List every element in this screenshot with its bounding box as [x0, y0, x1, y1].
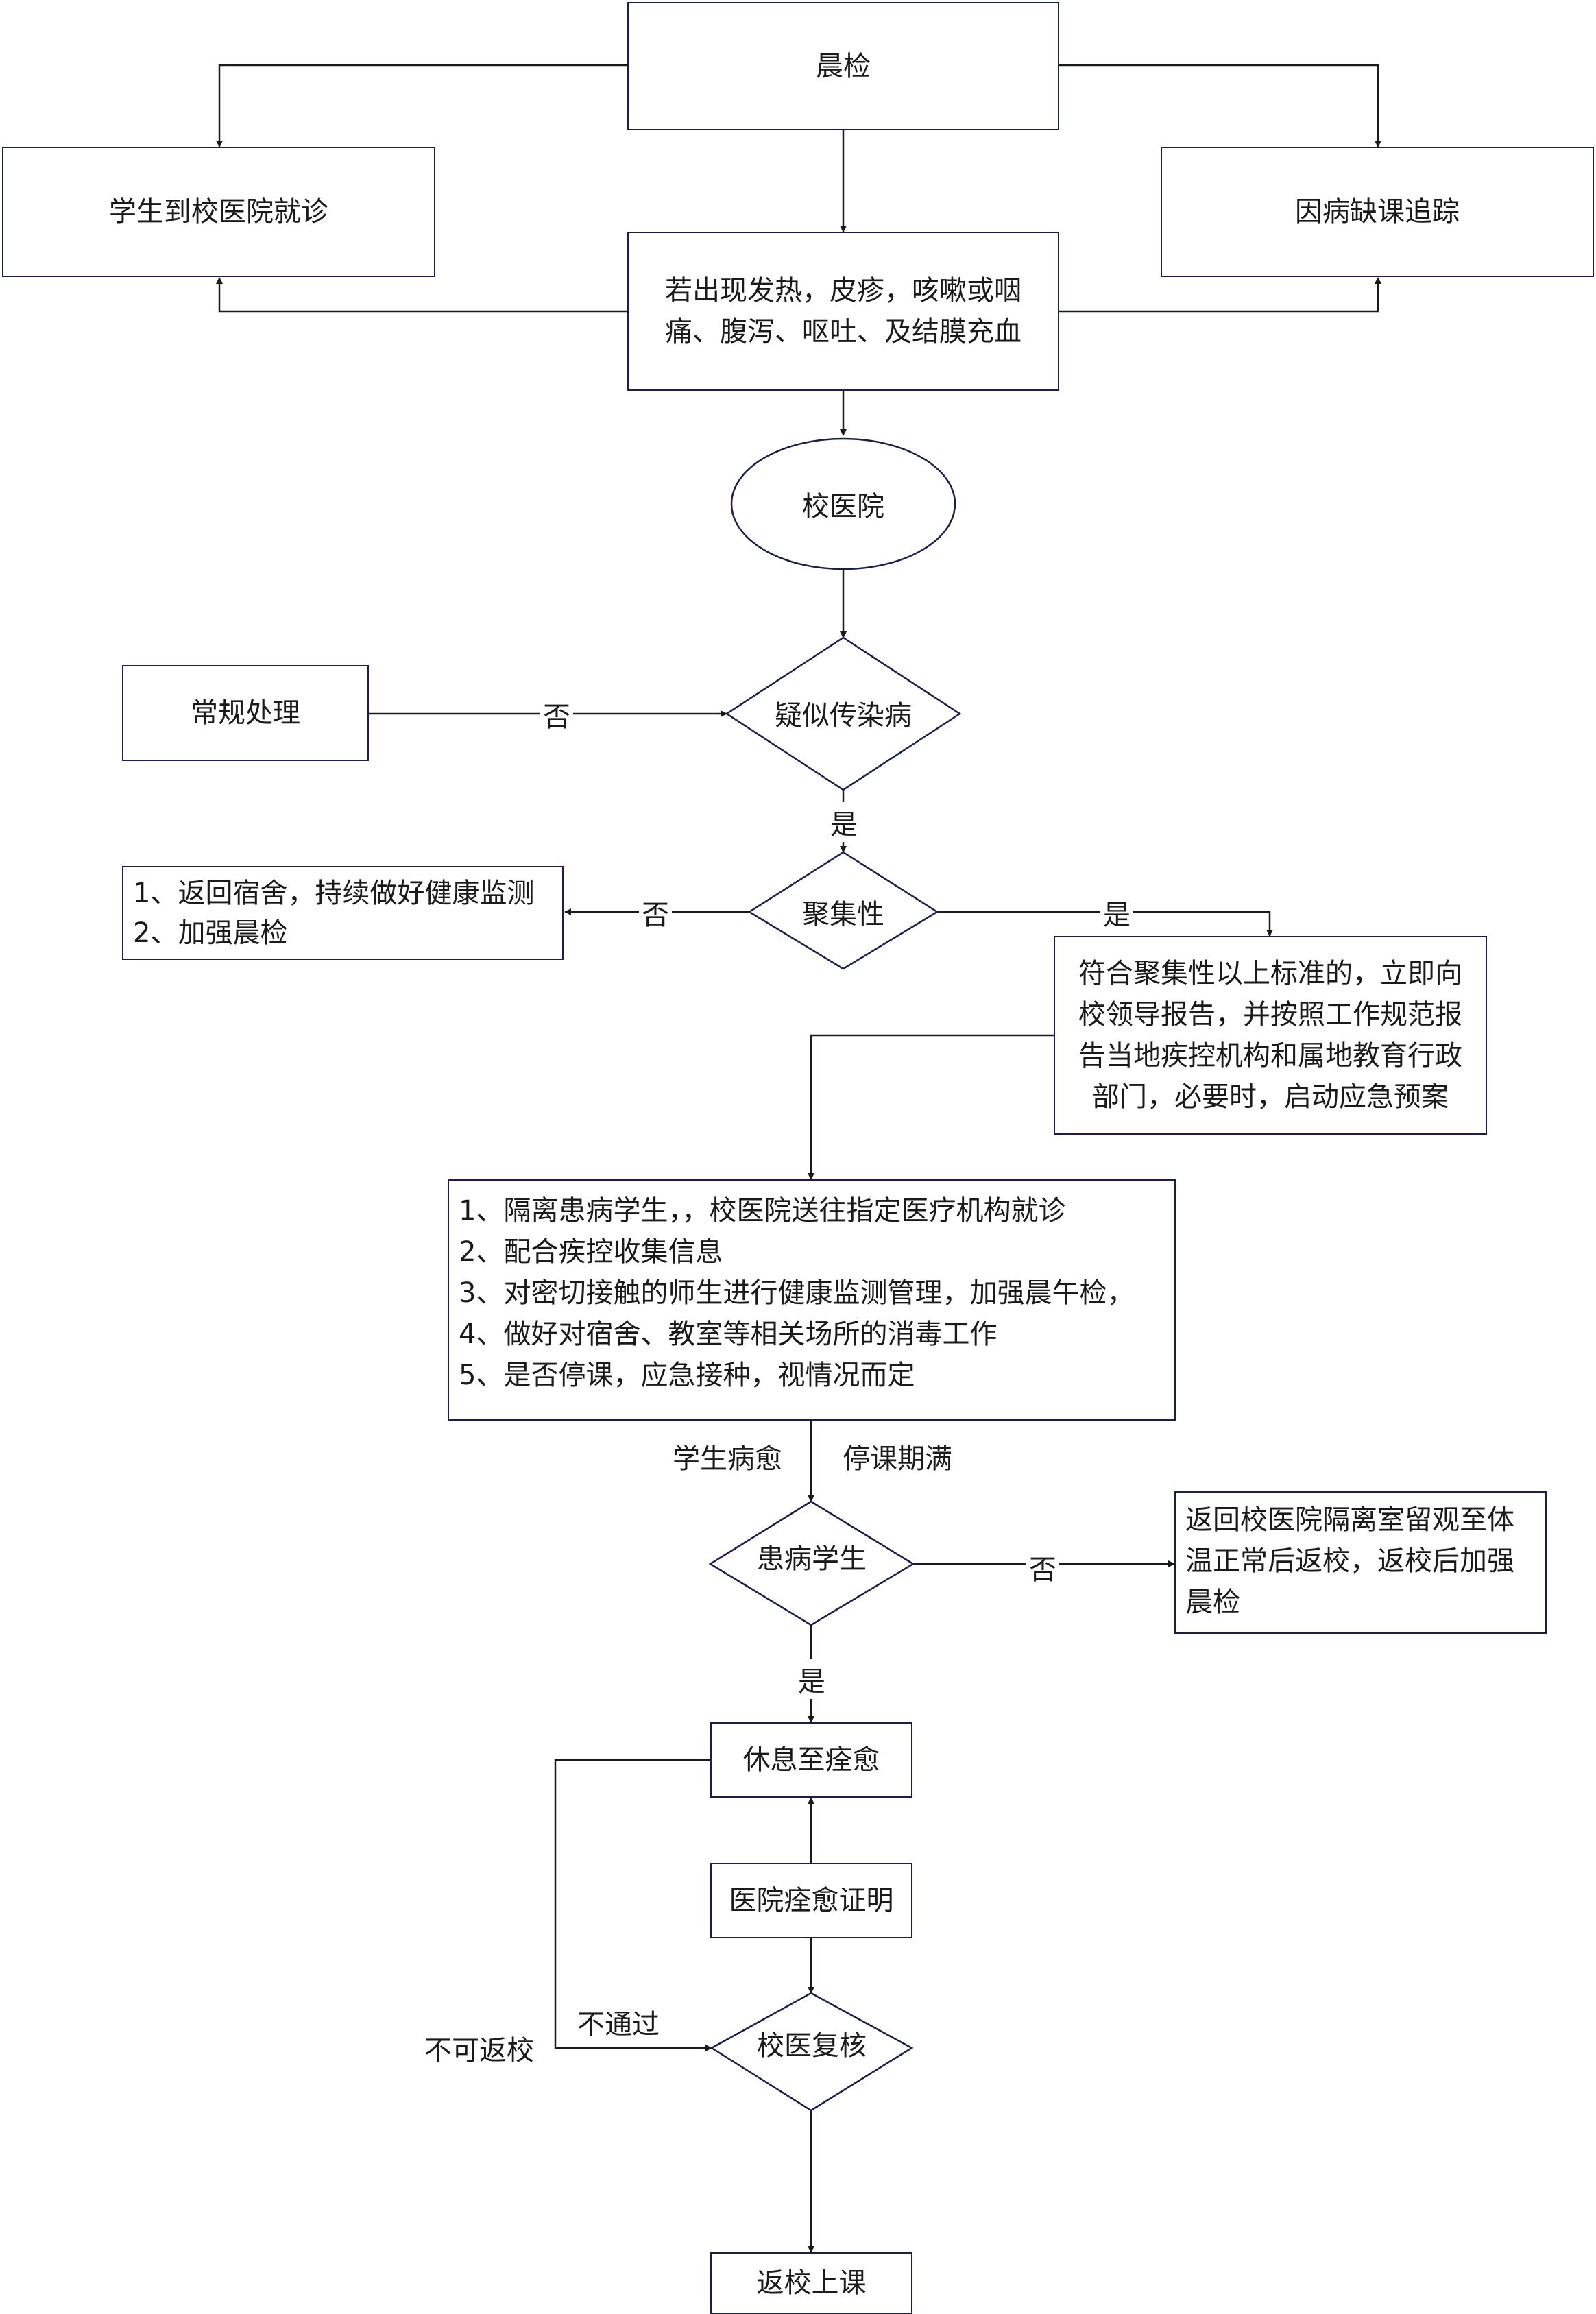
measures-box: 1、隔离患病学生，，校医院送往指定医疗机构就诊 2、配合疾控收集信息 3、对密切…: [448, 1179, 1176, 1421]
isolation-line-2: 温正常后返校，返校后加强: [1185, 1545, 1514, 1577]
student-visit-label: 学生到校医院就诊: [109, 196, 328, 228]
isolation-line-3: 晨检: [1185, 1587, 1240, 1618]
return-label: 返校上课: [756, 2267, 867, 2299]
edge-label-yes-1: 是: [827, 802, 860, 842]
measures-line-2: 2、配合疾控收集信息: [459, 1236, 723, 1268]
morning-check-box: 晨检: [627, 2, 1059, 130]
edge-check-to-absence: [1059, 64, 1381, 147]
return-box: 返校上课: [710, 2252, 912, 2314]
report-box: 符合聚集性以上标准的，立即向 校领导报告，并按照工作规范报 告当地疾控机构和属地…: [1054, 936, 1487, 1135]
edge-symptoms-to-absence: [1059, 277, 1381, 313]
measures-line-3: 3、对密切接触的师生进行健康监测管理，加强晨午检，: [459, 1277, 1135, 1309]
routine-treatment-label: 常规处理: [191, 697, 300, 729]
edge-rest-to-review: [554, 1759, 712, 2051]
sick-student-shape: [708, 1500, 915, 1626]
school-review-label: 校医复核: [757, 2030, 867, 2062]
report-line-3: 告当地疾控机构和属地教育行政: [1078, 1040, 1462, 1072]
routine-treatment-box: 常规处理: [122, 665, 369, 761]
measures-line-1: 1、隔离患病学生，，校医院送往指定医疗机构就诊: [459, 1195, 1066, 1227]
edge-label-no-1: 否: [540, 695, 573, 734]
dorm-monitor-line-1: 1、返回宿舍，持续做好健康监测: [133, 877, 535, 909]
edge-label-suspension-ended: 停课期满: [840, 1436, 955, 1476]
school-review-shape: [710, 1992, 914, 2112]
rest-box: 休息至痊愈: [710, 1722, 912, 1798]
edge-label-yes-3: 是: [795, 1659, 828, 1699]
edge-label-student-recovered: 学生病愈: [670, 1436, 785, 1476]
student-visit-box: 学生到校医院就诊: [2, 147, 435, 277]
rest-label: 休息至痊愈: [742, 1744, 880, 1776]
report-line-2: 校领导报告，并按照工作规范报: [1078, 999, 1462, 1031]
report-line-1: 符合聚集性以上标准的，立即向: [1078, 958, 1462, 989]
suspected-label: 疑似传染病: [775, 700, 912, 732]
symptoms-line-1: 若出现发热，皮疹，咳嗽或咽: [665, 275, 1021, 306]
measures-line-5: 5、是否停课，应急接种，视情况而定: [459, 1360, 915, 1391]
absence-tracking-label: 因病缺课追踪: [1295, 196, 1460, 228]
certificate-box: 医院痊愈证明: [710, 1863, 912, 1938]
dorm-monitor-line-2: 2、加强晨检: [133, 917, 288, 949]
dorm-monitor-box: 1、返回宿舍，持续做好健康监测 2、加强晨检: [122, 866, 564, 960]
edge-check-to-visit: [216, 64, 627, 147]
edge-label-not-passed: 不通过: [575, 2002, 662, 2042]
certificate-label: 医院痊愈证明: [729, 1885, 894, 1916]
edge-clustering-to-report: [937, 911, 1273, 937]
suspected-shape: [725, 636, 962, 791]
edge-symptoms-to-visit: [216, 277, 627, 313]
edge-label-yes-2: 是: [1100, 893, 1133, 932]
school-hospital-shape: [730, 437, 956, 570]
edge-label-no-3: 否: [1026, 1547, 1059, 1587]
sick-student-label: 患病学生: [757, 1543, 867, 1575]
symptoms-line-2: 痛、腹泻、呕吐、及结膜充血: [665, 316, 1021, 348]
edge-label-no-2: 否: [639, 893, 672, 932]
clustering-label: 聚集性: [802, 899, 884, 930]
school-hospital-label: 校医院: [802, 491, 884, 522]
isolation-return-box: 返回校医院隔离室留观至体 温正常后返校，返校后加强 晨检: [1174, 1491, 1547, 1634]
measures-line-4: 4、做好对宿舍、教室等相关场所的消毒工作: [459, 1318, 998, 1350]
clustering-shape: [747, 851, 939, 970]
edge-report-to-measures: [808, 1034, 1054, 1180]
isolation-line-1: 返回校医院隔离室留观至体: [1185, 1504, 1514, 1536]
edge-label-cannot-return: 不可返校: [422, 2028, 537, 2068]
symptoms-box: 若出现发热，皮疹，咳嗽或咽 痛、腹泻、呕吐、及结膜充血: [627, 232, 1059, 391]
morning-check-label: 晨检: [816, 50, 871, 82]
absence-tracking-box: 因病缺课追踪: [1161, 147, 1594, 277]
report-line-4: 部门，必要时，启动应急预案: [1092, 1081, 1449, 1113]
